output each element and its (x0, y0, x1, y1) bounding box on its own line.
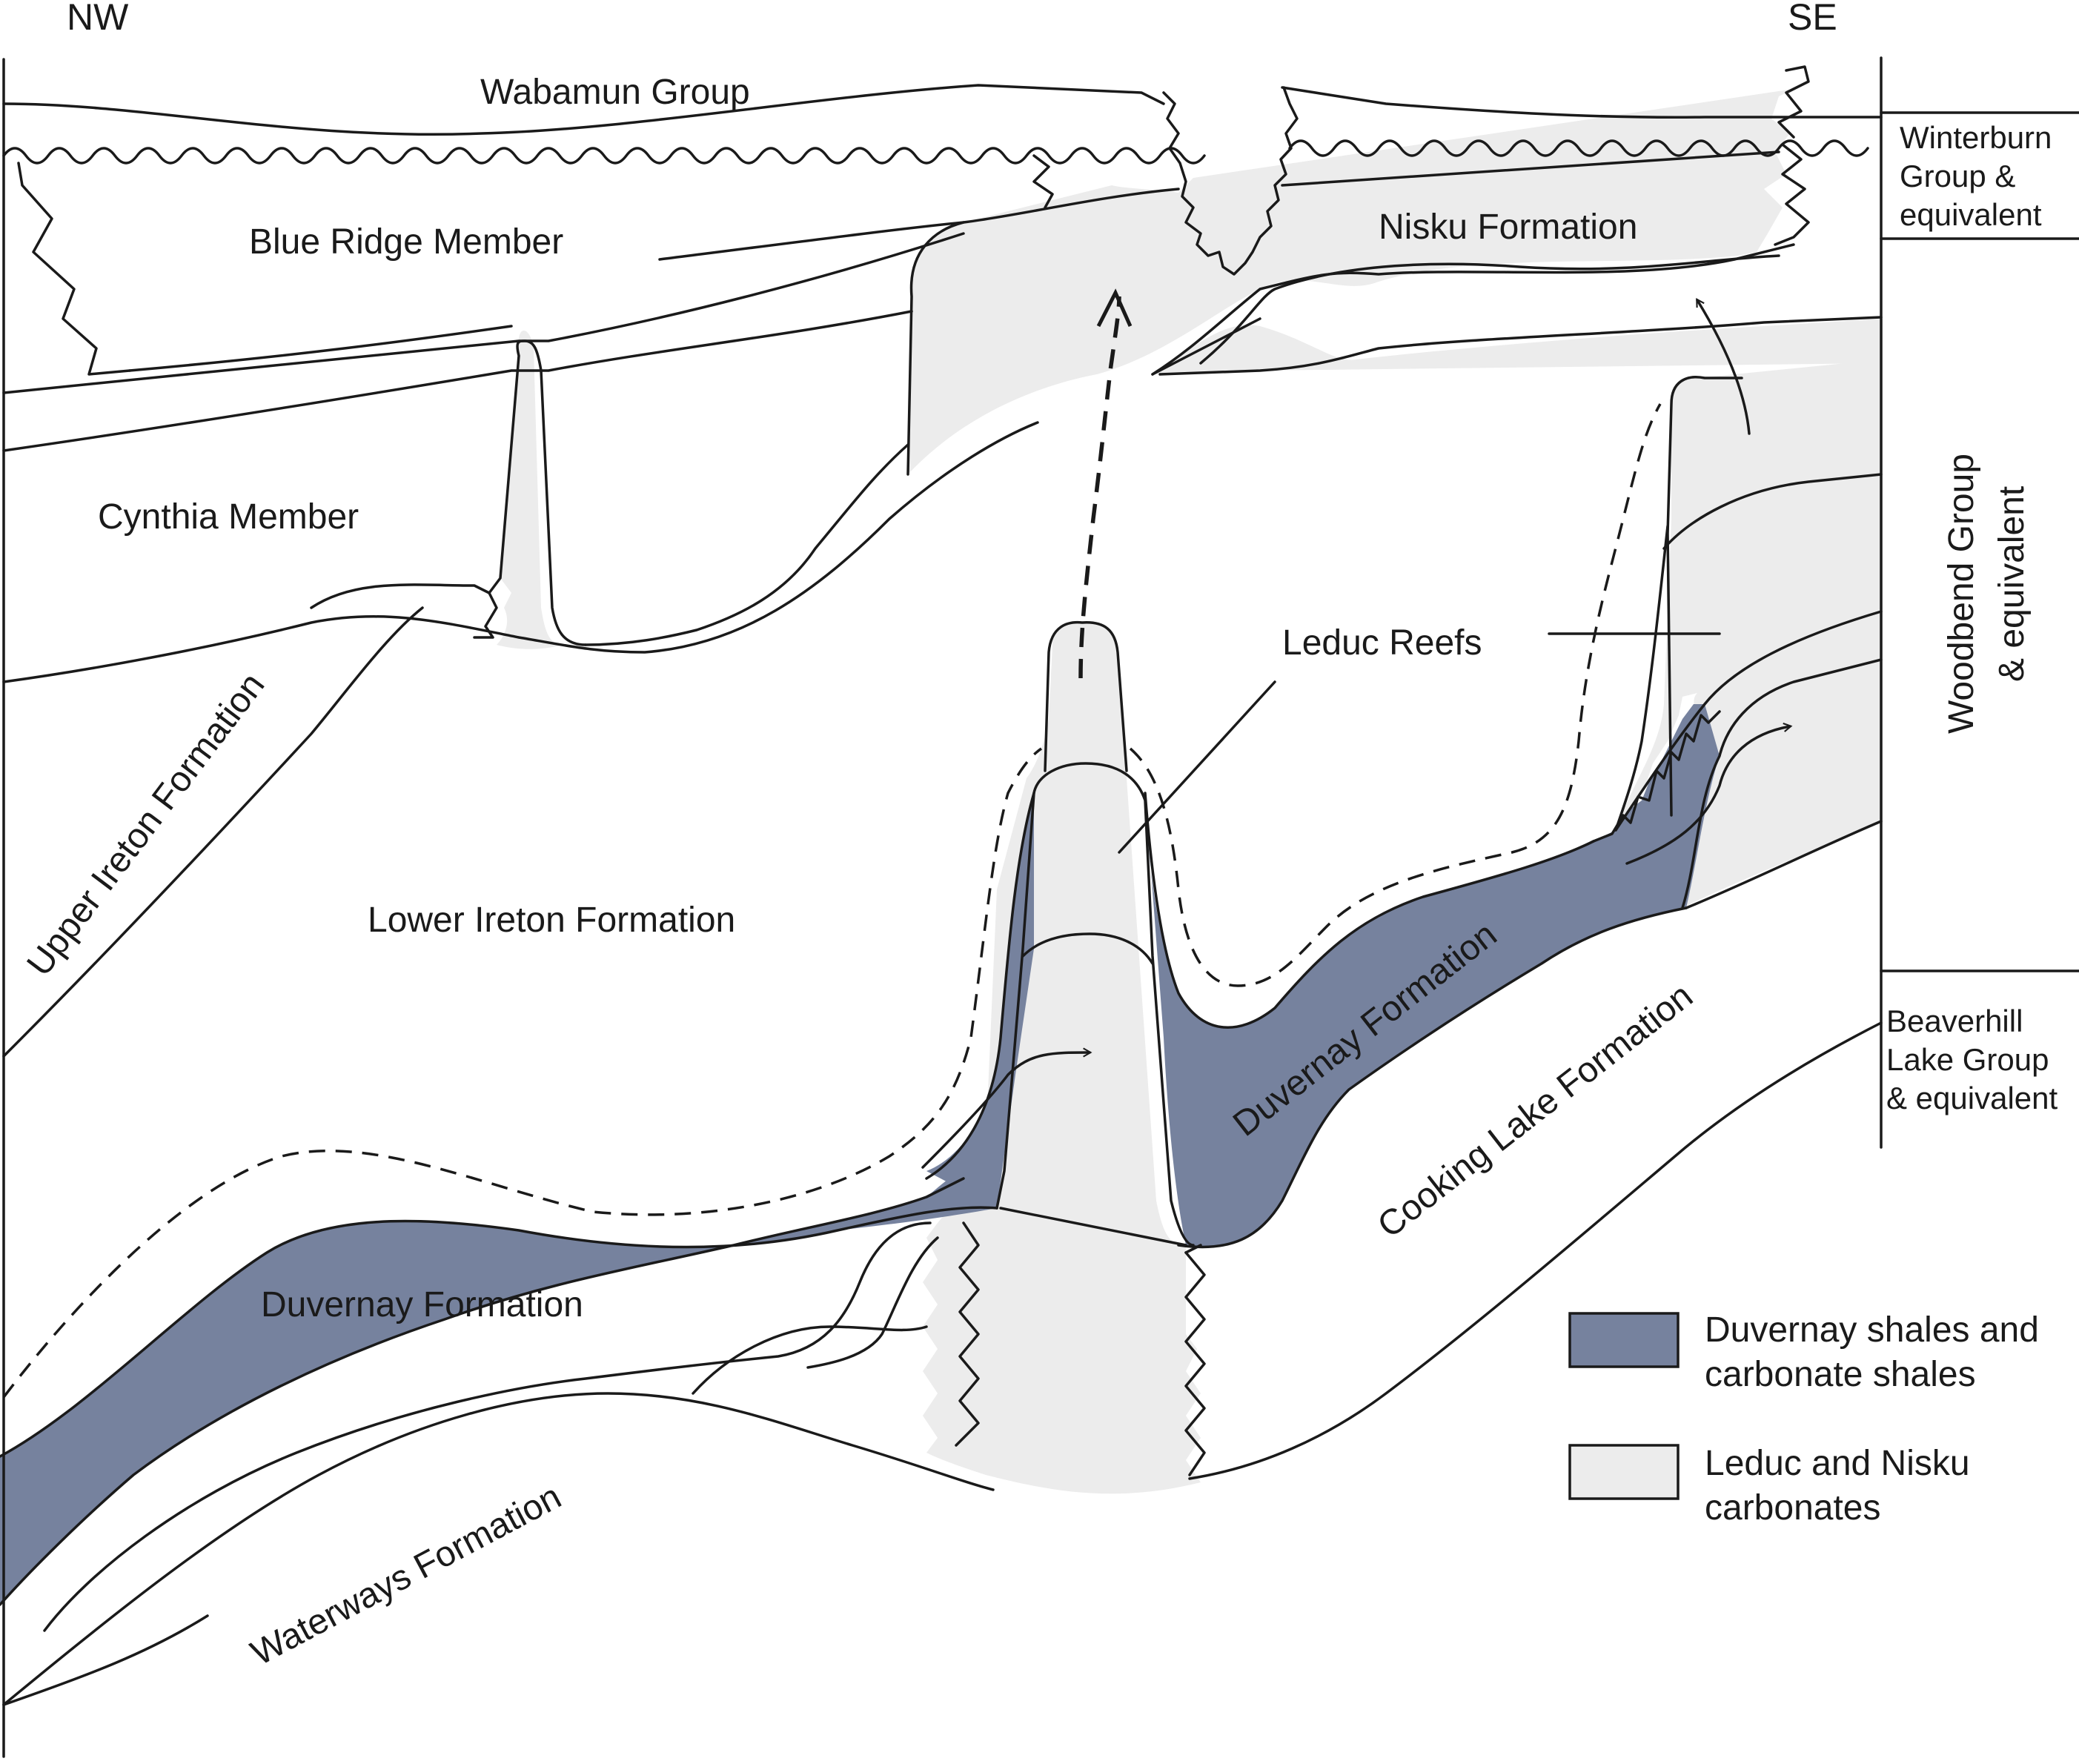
nisku-top-line (1281, 150, 1780, 187)
wabamun-label: Wabamun Group (480, 73, 750, 112)
central-reef-fill (923, 622, 1201, 1494)
legend-carbonate-swatch (1568, 1444, 1680, 1500)
waterways-top-line (1188, 1021, 1883, 1480)
legend-carbonate-label-2: carbonates (1705, 1488, 1881, 1528)
cooking-lake-se-line (1184, 1244, 1202, 1254)
duvernay-upper-fill (1145, 704, 1720, 1247)
duvernay-se-zigzag (1592, 710, 1721, 843)
cooking-lake-inner-line (806, 1236, 939, 1369)
nisku-inner-line (1199, 254, 1780, 365)
duvernay-left-flank-line (925, 792, 1035, 1180)
cynthia-label: Cynthia Member (98, 497, 359, 537)
beaverhill-label-3: & equivalent (1886, 1081, 2058, 1115)
nisku-label: Nisku Formation (1379, 208, 1637, 247)
se-reef-outline (1666, 376, 1743, 817)
blue-ridge-zigzag-mid (1032, 154, 1054, 209)
winterburn-label-3: equivalent (1900, 197, 2042, 232)
cynthia-top-line (2, 310, 913, 452)
se-reef-layer-3 (1681, 658, 1883, 909)
migration-arrow-head (1096, 288, 1133, 328)
dashed-boundary-lower (2, 747, 1042, 1399)
nisku-zigzag-se-top (1777, 65, 1810, 139)
central-reef-tier-1 (1021, 932, 1154, 965)
blue-ridge-upper-line (128, 221, 965, 372)
flow-arrow-se-lower (1625, 723, 1793, 865)
wabamun-top-line-se (1281, 86, 1883, 119)
waterways-label: Waterways Formation (245, 1477, 567, 1674)
wabamun-unconformity-line-se (1288, 139, 1869, 157)
waterways-lower-line (2, 1614, 209, 1706)
duvernay-upper-base-line (1177, 906, 1688, 1249)
duvernay-lower-top-line (0, 1206, 998, 1458)
flow-arrow-se-upper (1696, 298, 1751, 435)
duvernay-lower-base-line (0, 1177, 965, 1606)
nisku-outline-left (906, 188, 1180, 476)
central-reef-tier-2 (999, 1207, 1187, 1247)
woodbend-label-2: & equivalent (1992, 486, 2032, 682)
woodbend-label-1: Woodbend Group (1942, 454, 1981, 734)
central-reef-zigzag-left (955, 1221, 980, 1447)
migration-dashed-arrow (1078, 296, 1121, 679)
nw-label: NW (67, 0, 129, 38)
se-reef-layer-1 (1662, 473, 1883, 550)
legend-carbonate-label-1: Leduc and Nisku (1705, 1444, 1970, 1483)
waterways-base-line (2, 1392, 995, 1706)
upper-ireton-base-line (2, 606, 424, 1058)
beaverhill-label-1: Beaverhill (1886, 1004, 2023, 1038)
cynthia-reef-fill (497, 331, 563, 649)
cooking-lake-top-line (43, 1221, 932, 1632)
beaverhill-label-2: Lake Group (1886, 1042, 2049, 1077)
wabamun-unconformity-line (2, 147, 1206, 165)
winterburn-label-1: Winterburn (1900, 120, 2052, 155)
se-label: SE (1788, 0, 1837, 38)
leduc-reefs-label: Leduc Reefs (1282, 623, 1482, 663)
upper-ireton-label: Upper Ireton Formation (19, 666, 272, 983)
duvernay-left-flank-fill (926, 793, 1034, 1208)
legend-shale-label-2: carbonate shales (1705, 1355, 1976, 1394)
se-reef-fill (1616, 359, 1883, 908)
flow-arrow-reef (921, 1047, 1092, 1169)
nisku-carbonate-fill (908, 89, 1794, 474)
channel-cut-line (1162, 86, 1299, 276)
nisku-lower-wedge-fill (1153, 319, 1883, 374)
cynthia-reef-line (473, 339, 587, 646)
lower-ireton-label: Lower Ireton Formation (368, 901, 735, 940)
winterburn-label-2: Group & (1900, 159, 2015, 193)
waterways-mid-line (692, 1325, 928, 1395)
legend-shale-swatch (1568, 1312, 1680, 1368)
nisku-zigzag-se (1774, 143, 1810, 246)
se-reef-base-line (1685, 820, 1883, 909)
central-reef-outline (1044, 620, 1128, 772)
cynthia-base-line (310, 443, 909, 646)
legend: Duvernay shales and carbonate shales Led… (1568, 1310, 2039, 1528)
legend-shale-label-1: Duvernay shales and (1705, 1310, 2039, 1350)
blue-ridge-zigzag-nw (17, 162, 131, 376)
upper-ireton-top-line (2, 421, 1039, 683)
se-reef-left-edge (1614, 525, 1669, 832)
leduc-leader-line-1 (1118, 680, 1276, 854)
lower-nisku-wedge-line (1151, 316, 1883, 376)
wabamun-top-line (2, 84, 1165, 136)
se-reef-layer-2 (1614, 610, 1883, 832)
dashed-boundary-upper (1129, 403, 1662, 987)
duvernay-upper-top-line (1144, 792, 1595, 1029)
blue-ridge-label: Blue Ridge Member (249, 222, 563, 262)
duvernay-lower-label: Duvernay Formation (261, 1285, 583, 1324)
duvernay-lower-fill (0, 1170, 997, 1605)
central-reef-zigzag-right (1184, 1251, 1206, 1476)
nisku-base-line (1151, 243, 1795, 376)
central-reef-body (995, 762, 1195, 1247)
